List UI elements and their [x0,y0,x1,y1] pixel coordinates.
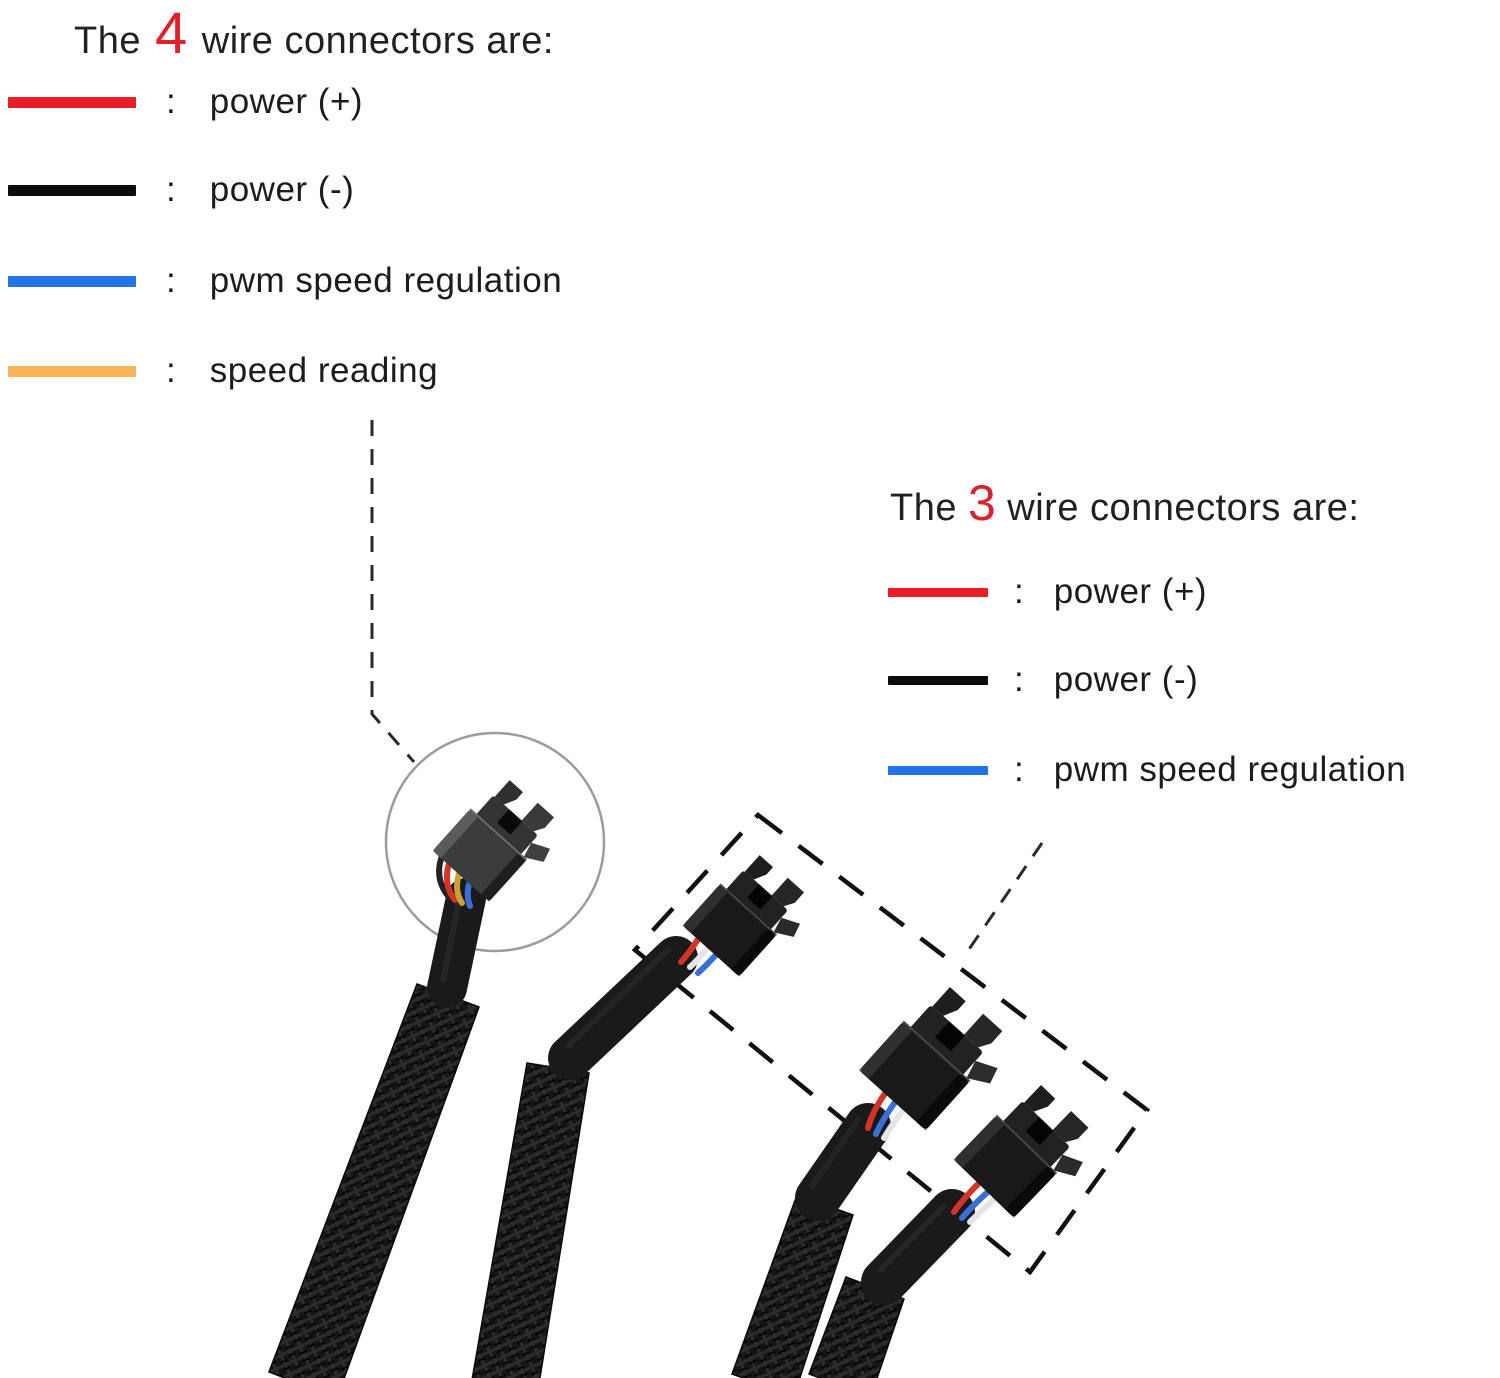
heat-shrink-sheen [809,1117,861,1189]
legend-item-power-plus: : power (+) [8,79,363,125]
heat-shrink [427,878,486,1008]
connector-head [859,987,1003,1131]
legend-item-label: power (+) [209,82,364,121]
separator: : [166,170,176,209]
separator: : [166,351,176,390]
heat-shrink [795,1103,891,1221]
connector-head [953,1085,1089,1218]
legend-item-label: power (-) [1053,660,1199,699]
separator: : [1014,572,1024,611]
heat-shrink-sheen [440,897,462,983]
legend-item-pwm: : pwm speed regulation [8,258,562,304]
heat-shrink [548,936,698,1080]
separator: : [166,261,176,300]
wire-color-swatch-black [8,184,136,196]
legend-3wire-title: The 3 wire connectors are: [890,475,1360,531]
title-suffix: wire connectors are: [1007,487,1360,529]
legend-item-label: speed reading [209,351,439,390]
wire-color-swatch-black [888,675,988,685]
callout-line-3wire [961,842,1044,959]
separator: : [166,82,176,121]
legend-item-label: power (-) [209,170,355,209]
heat-shrink-sheen [877,1203,947,1273]
heat-shrink-sheen [565,947,671,1049]
fan-connector-3wire-2 [731,987,1003,1378]
title-prefix: The [74,20,141,62]
wire-color-swatch-red [888,587,988,597]
connector-head [682,855,805,977]
fan-connector-4wire [268,780,555,1378]
title-prefix: The [890,487,957,529]
separator: : [1014,660,1024,699]
circle-highlight [384,731,606,953]
braided-cable [268,983,480,1378]
dashed-box-3wire-group [631,811,1151,1276]
fan-connector-3wire-3 [808,1085,1089,1378]
separator: : [1014,750,1024,789]
legend-item-speed-reading: : speed reading [8,348,438,394]
wire-color-swatch-red [8,96,136,108]
title-suffix: wire connectors are: [201,20,554,62]
legend-item-pwm: : pwm speed regulation [888,747,1406,793]
legend-item-label: pwm speed regulation [1053,750,1407,789]
fan-connector-3wire-1 [471,855,805,1378]
legend-item-label: pwm speed regulation [209,261,563,300]
legend-item-power-minus: : power (-) [888,657,1198,703]
legend-item-label: power (+) [1053,572,1208,611]
title-number: 3 [967,475,997,531]
legend-4wire-title: The 4 wire connectors are: [74,1,554,66]
title-number: 4 [154,1,188,66]
wire-color-swatch-blue [888,765,988,775]
heat-shrink [861,1189,975,1305]
wire-color-swatch-blue [8,275,136,287]
connector-head [432,780,555,902]
legend-item-power-plus: : power (+) [888,569,1207,615]
legend-item-power-minus: : power (-) [8,167,354,213]
braided-cable [471,1062,590,1378]
wire-color-swatch-orange [8,365,136,377]
callout-line-4wire [370,420,416,763]
